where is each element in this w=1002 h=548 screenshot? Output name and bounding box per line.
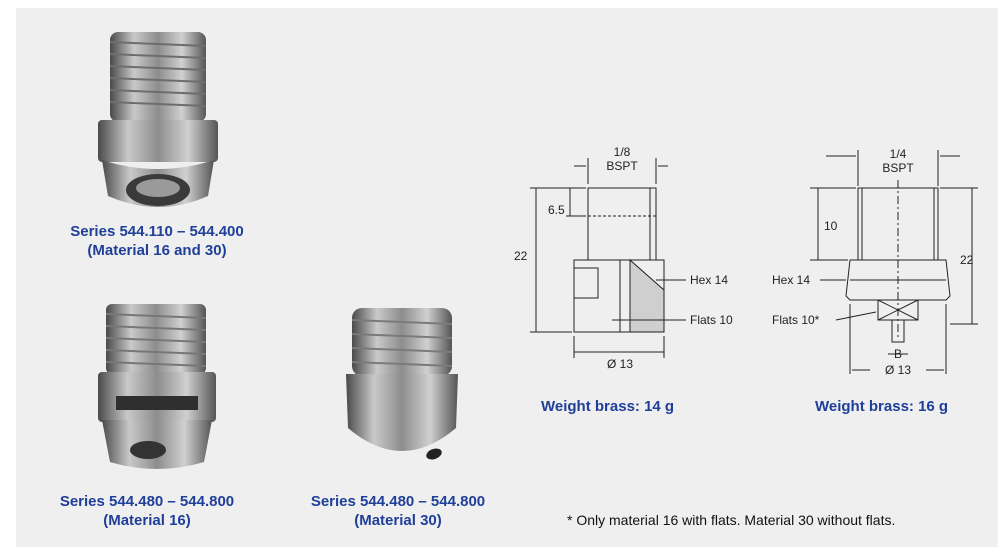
drawing2-dim-flats: Flats 10* xyxy=(772,313,820,327)
caption-series: Series 544.480 – 544.800 xyxy=(59,493,235,510)
caption-material: (Material 30) xyxy=(354,512,442,529)
drawing2-thread-size: 1/4 xyxy=(890,147,907,161)
drawing1-thread-size: 1/8 xyxy=(614,145,631,159)
drawing2-dim-diameter: Ø 13 xyxy=(885,363,911,377)
drawing1-thread-type: BSPT xyxy=(606,159,638,173)
drawing1-dim-diameter: Ø 13 xyxy=(607,357,633,371)
drawing1-dim-total-length: 22 xyxy=(514,249,528,263)
caption-material: (Material 16) xyxy=(103,512,191,529)
drawing1-dim-hex: Hex 14 xyxy=(690,273,728,287)
nozzle-photo-544-110 xyxy=(98,32,218,207)
drawing2-thread-type: BSPT xyxy=(882,161,914,175)
nozzle-photo-544-480-m16 xyxy=(98,304,216,469)
technical-drawing-1-4-bspt: 1/4 BSPT 10 22 Hex 14 Flats 10* B Ø 13 xyxy=(772,147,978,377)
drawing1-dim-thread-length: 6.5 xyxy=(548,203,565,217)
caption-series: Series 544.480 – 544.800 xyxy=(310,493,486,510)
caption-series-544-480-m16: Series 544.480 – 544.800 (Material 16) xyxy=(36,492,258,530)
drawing1-dim-flats: Flats 10 xyxy=(690,313,733,327)
nozzle-photo-544-480-m30 xyxy=(346,308,458,460)
caption-series-544-110: Series 544.110 – 544.400 (Material 16 an… xyxy=(46,222,268,260)
drawing2-dim-thread-length: 10 xyxy=(824,219,838,233)
drawing2-weight: Weight brass: 16 g xyxy=(815,398,949,415)
caption-material: (Material 16 and 30) xyxy=(87,242,227,259)
drawing2-dim-slot: B xyxy=(894,347,902,361)
footnote: * Only material 16 with flats. Material … xyxy=(567,512,896,528)
drawing2-dim-hex: Hex 14 xyxy=(772,273,810,287)
technical-drawing-1-8-bspt: 1/8 BSPT 6.5 22 Hex 14 Flats 10 Ø 13 xyxy=(514,145,733,371)
caption-series: Series 544.110 – 544.400 xyxy=(70,223,244,240)
caption-series-544-480-m30: Series 544.480 – 544.800 (Material 30) xyxy=(287,492,509,530)
drawing1-weight: Weight brass: 14 g xyxy=(541,398,675,415)
drawing2-dim-total-length: 22 xyxy=(960,253,974,267)
